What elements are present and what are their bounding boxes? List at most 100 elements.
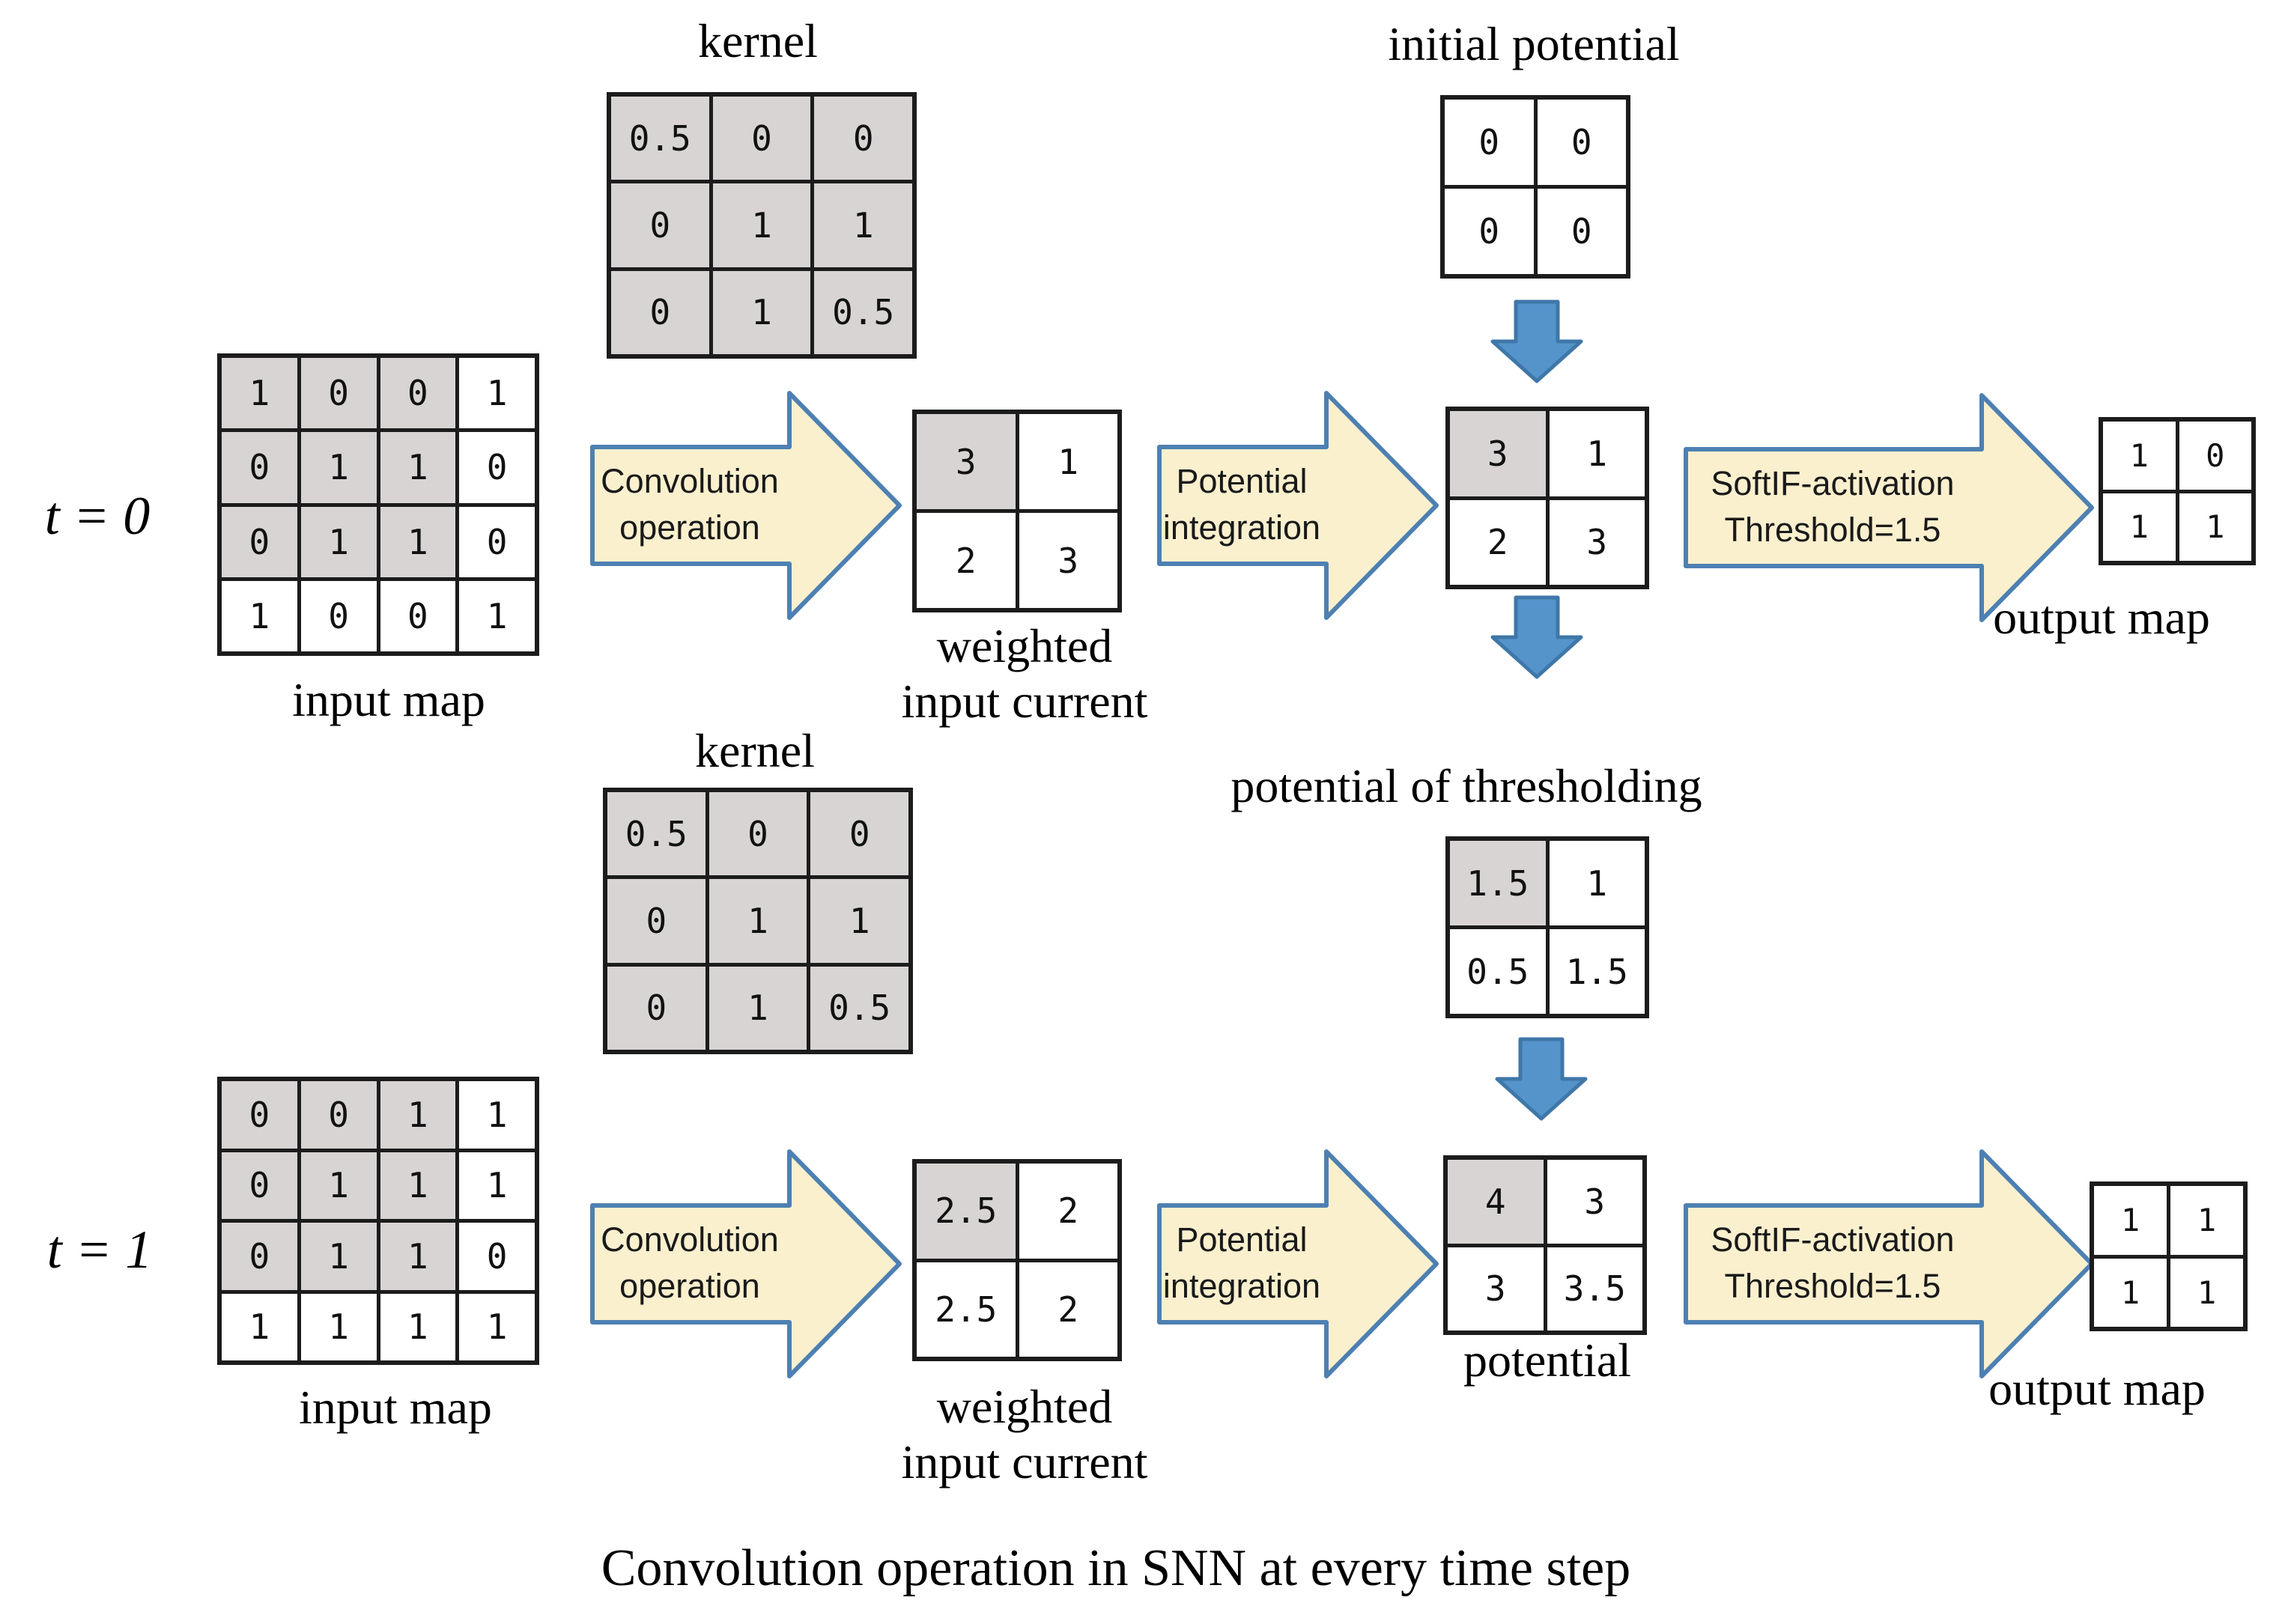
convolution-arrow-t0: Convolution operation xyxy=(590,389,902,621)
down-arrow-potential-to-thresholding xyxy=(1490,595,1583,683)
grid-cell: 0 xyxy=(222,506,297,577)
diagram-caption: Convolution operation in SNN at every ti… xyxy=(601,1539,1631,1597)
grid-cell: 4 xyxy=(1448,1160,1544,1244)
grid-cell: 0 xyxy=(300,358,377,429)
grid-cell: 1 xyxy=(2094,1258,2167,1327)
down-arrow-thresholding-to-potential xyxy=(1495,1037,1588,1125)
grid-cell: 1 xyxy=(380,1152,456,1219)
grid-cell: 1 xyxy=(300,1152,377,1219)
convolution-arrow-text: Convolution operation xyxy=(590,458,789,551)
grid-cell: 2 xyxy=(917,513,1016,608)
arrow-text-line: integration xyxy=(1162,1267,1321,1305)
grid-cell: 1 xyxy=(380,1293,456,1360)
potential-integration-arrow-text: Potential integration xyxy=(1157,1217,1326,1310)
grid-cell: 0 xyxy=(708,792,807,876)
softif-arrow-text: SoftIF-activation Threshold=1.5 xyxy=(1684,460,1982,553)
grid-cell: 0 xyxy=(1537,100,1626,185)
potential-integration-arrow-text: Potential integration xyxy=(1157,458,1326,551)
grid-cell: 1 xyxy=(222,358,297,429)
grid-cell: 0 xyxy=(1445,189,1534,274)
grid-cell: 1 xyxy=(459,1081,535,1149)
label-line: weighted xyxy=(936,619,1113,672)
grid-cell: 1 xyxy=(712,183,811,267)
grid-cell: 0 xyxy=(222,432,297,503)
grid-cell: 3 xyxy=(917,414,1016,509)
grid-cell: 3 xyxy=(1019,513,1117,608)
potential-label-t1: potential xyxy=(1463,1333,1631,1387)
grid-cell: 1 xyxy=(708,879,807,963)
kernel-label-t1: kernel xyxy=(695,724,815,777)
label-line: weighted xyxy=(936,1380,1113,1433)
grid-cell: 0 xyxy=(607,879,705,963)
right-arrow-icon xyxy=(1157,1149,1439,1378)
grid-cell: 1 xyxy=(459,1293,535,1360)
down-arrow-icon xyxy=(1490,299,1583,383)
output-map-label-t1: output map xyxy=(1988,1362,2206,1415)
grid-cell: 1 xyxy=(459,358,535,429)
grid-cell: 1 xyxy=(2103,493,2176,561)
grid-cell: 3 xyxy=(1450,411,1546,496)
grid-cell: 0 xyxy=(459,1223,535,1290)
arrow-text-line: operation xyxy=(619,1267,760,1305)
potential-integration-arrow-t1: Potential integration xyxy=(1157,1148,1439,1380)
grid-cell: 1 xyxy=(2170,1258,2243,1327)
arrow-text-line: Threshold=1.5 xyxy=(1724,1267,1941,1305)
grid-cell: 1 xyxy=(708,966,807,1050)
grid-cell: 1 xyxy=(222,580,297,651)
right-arrow-icon xyxy=(1684,393,2094,622)
grid-cell: 2 xyxy=(1019,1262,1117,1357)
grid-cell: 0 xyxy=(380,580,456,651)
grid-cell: 0 xyxy=(1445,100,1534,185)
grid-cell: 0 xyxy=(611,270,709,354)
grid-cell: 1 xyxy=(459,1152,535,1219)
grid-cell: 1 xyxy=(459,580,535,651)
grid-cell: 1 xyxy=(300,1293,377,1360)
grid-cell: 1.5 xyxy=(1450,841,1546,925)
arrow-text-line: Convolution xyxy=(601,1220,779,1259)
grid-cell: 1 xyxy=(380,1081,456,1149)
grid-cell: 1.5 xyxy=(1549,929,1645,1014)
grid-cell: 3 xyxy=(1547,1160,1642,1244)
grid-cell: 1 xyxy=(1019,414,1117,509)
grid-cell: 3.5 xyxy=(1547,1247,1642,1330)
grid-cell: 2.5 xyxy=(917,1164,1016,1259)
grid-cell: 0 xyxy=(712,97,811,180)
right-arrow-icon xyxy=(1684,1149,2094,1378)
input-map-label-t1: input map xyxy=(299,1381,492,1434)
softif-activation-arrow-t1: SoftIF-activation Threshold=1.5 xyxy=(1684,1148,2094,1380)
grid-cell: 3 xyxy=(1549,499,1645,585)
arrow-text-line: Convolution xyxy=(601,462,779,500)
input-map-label-t0: input map xyxy=(292,673,485,726)
grid-cell: 0.5 xyxy=(810,966,908,1050)
grid-cell: 1 xyxy=(300,506,377,577)
grid-cell: 1 xyxy=(712,270,811,354)
grid-cell: 0.5 xyxy=(814,270,912,354)
grid-cell: 1 xyxy=(300,1223,377,1290)
grid-cell: 0 xyxy=(607,966,705,1050)
grid-cell: 2 xyxy=(1450,499,1546,585)
arrow-text-line: SoftIF-activation xyxy=(1711,1220,1955,1259)
right-arrow-icon xyxy=(1157,391,1439,620)
grid-cell: 0 xyxy=(300,580,377,651)
grid-cell: 2.5 xyxy=(917,1262,1016,1357)
grid-cell: 0 xyxy=(222,1081,297,1149)
grid-cell: 1 xyxy=(2094,1186,2167,1255)
grid-cell: 3 xyxy=(1448,1247,1544,1330)
potential-integration-arrow-t0: Potential integration xyxy=(1157,389,1439,621)
arrow-text-line: SoftIF-activation xyxy=(1711,464,1955,502)
grid-cell: 0 xyxy=(380,358,456,429)
weighted-input-current-label-t1: weighted input current xyxy=(830,1379,1219,1490)
potential-of-thresholding-label: potential of thresholding xyxy=(1231,759,1702,812)
grid-cell: 1 xyxy=(2103,422,2176,490)
right-arrow-icon xyxy=(590,1149,902,1378)
grid-cell: 1 xyxy=(1549,841,1645,925)
grid-cell: 0 xyxy=(1537,189,1626,274)
